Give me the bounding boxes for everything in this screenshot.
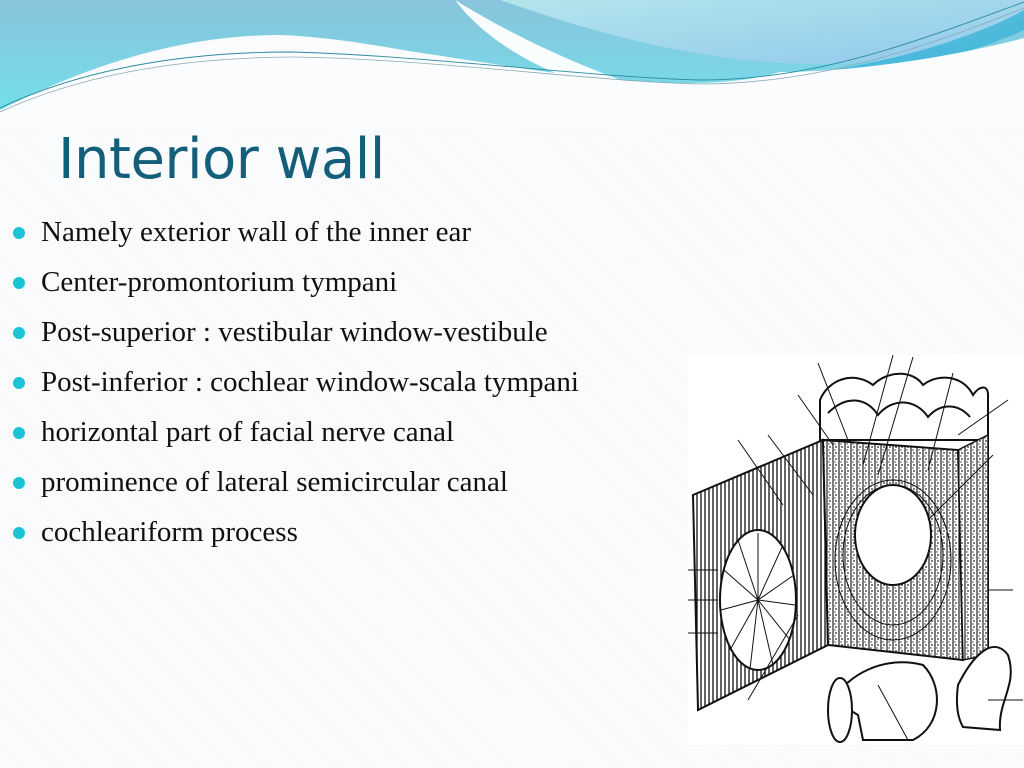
- bullet-item: Post-superior : vestibular window-vestib…: [0, 310, 760, 360]
- bullet-item: Center-promontorium tympani: [0, 260, 760, 310]
- bullet-item: cochleariform process: [0, 510, 760, 560]
- bullet-dot-icon: [13, 527, 25, 539]
- bullet-dot-icon: [13, 377, 25, 389]
- anatomy-illustration-icon: [688, 355, 1024, 745]
- bullet-text: prominence of lateral semicircular canal: [41, 466, 508, 498]
- bullet-text: cochleariform process: [41, 516, 298, 548]
- bullet-text: Center-promontorium tympani: [41, 266, 398, 298]
- bullet-text: horizontal part of facial nerve canal: [41, 416, 455, 448]
- bullet-dot-icon: [13, 477, 25, 489]
- bullet-dot-icon: [13, 277, 25, 289]
- slide-title: Interior wall: [58, 127, 385, 192]
- bullet-item: Post-inferior : cochlear window-scala ty…: [0, 360, 760, 410]
- bullet-text: Post-superior : vestibular window-vestib…: [41, 316, 548, 348]
- tympanic-wall-drawing: [688, 355, 1023, 743]
- bullet-item: prominence of lateral semicircular canal: [0, 460, 760, 510]
- bullet-text: Post-inferior : cochlear window-scala ty…: [41, 366, 579, 398]
- bullet-dot-icon: [13, 327, 25, 339]
- bullet-item: Namely exterior wall of the inner ear: [0, 210, 760, 260]
- bullet-text: Namely exterior wall of the inner ear: [41, 216, 471, 248]
- bullet-dot-icon: [13, 227, 25, 239]
- header-wave-decoration: [0, 0, 1024, 130]
- bullet-item: horizontal part of facial nerve canal: [0, 410, 760, 460]
- bullet-dot-icon: [13, 427, 25, 439]
- bullet-list: Namely exterior wall of the inner ear Ce…: [0, 210, 760, 560]
